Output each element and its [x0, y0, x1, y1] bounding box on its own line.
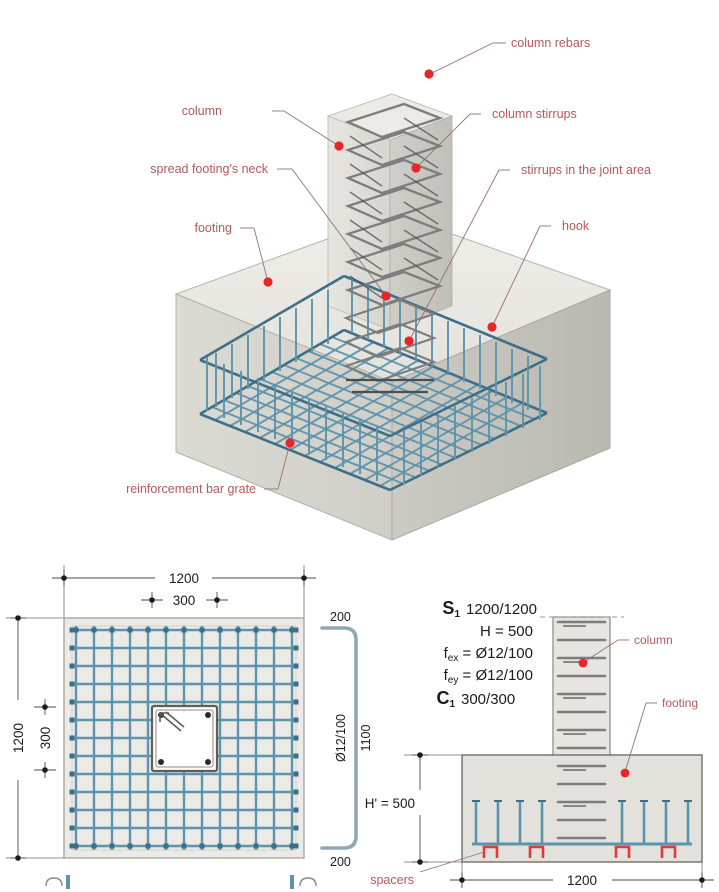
section-column-rebars: [558, 492, 605, 852]
label-column-rebars: column rebars: [511, 36, 590, 50]
callout-dot-joint-stirrups: [404, 336, 414, 346]
section-dim-width: 1200: [450, 862, 714, 888]
spacer-4: [660, 845, 677, 858]
spacer-2: [528, 845, 545, 858]
spec-footing-size: 1200/1200: [466, 601, 537, 618]
spacers-callout: spacers: [370, 851, 485, 887]
spec-fey: fey = Ø12/100: [444, 667, 533, 686]
label-section-column: column: [634, 633, 673, 647]
label-stirrups-joint-area: stirrups in the joint area: [521, 163, 651, 177]
callout-dot-grate: [285, 438, 295, 448]
plan-hook-markers: [69, 627, 299, 849]
bar-dim-length: 1100: [359, 725, 373, 752]
callout-dot-footing: [263, 277, 273, 287]
bar-dim-leg-bottom: 200: [330, 855, 351, 869]
section-hook-legs: [474, 800, 690, 844]
column-cage-3d: [340, 0, 444, 394]
callout-dot-neck: [381, 291, 391, 301]
bar-dim-leg-top: 200: [330, 610, 351, 624]
spacer-3: [614, 845, 631, 858]
spec-column-size: 300/300: [461, 691, 515, 708]
plan-dim-overall-left: 1200: [11, 723, 26, 753]
plan-dim-overall-top: 1200: [169, 571, 199, 586]
label-section-footing: footing: [662, 696, 698, 710]
section-column-stirrups: [556, 620, 607, 840]
section-view: H' = 500 1200 column footing: [365, 492, 714, 888]
label-column-stirrups: column stirrups: [492, 107, 577, 121]
callout-dot-hook: [487, 322, 497, 332]
label-hook: hook: [562, 219, 590, 233]
plan-column-rebar-tr: [205, 712, 211, 718]
bar-shape-path: [320, 626, 358, 850]
plan-column-rebar-bl: [158, 759, 164, 765]
plan-dim-top-300: 300: [141, 592, 228, 608]
label-footing-3d: footing: [194, 221, 232, 235]
spec-column-mark: C1: [436, 688, 455, 710]
plan-view: 1200 300 1200: [6, 565, 316, 861]
label-spread-footings-neck: spread footing's neck: [150, 162, 268, 176]
plan-dim-left-300: 300: [34, 699, 56, 778]
plan-column-hatch-icon: [159, 711, 185, 732]
spec-footing-mark: S1: [442, 598, 460, 620]
section-dim-height: H' = 500: [365, 752, 462, 865]
bar-spec-diameter-spacing: Ø12/100: [334, 714, 348, 762]
plan-bottom-edge-marks: [45, 875, 317, 889]
plan-column-rebar-br: [205, 759, 211, 765]
spec-height: H = 500: [480, 623, 533, 640]
isometric-view: column rebars column column stirrups spr…: [126, 0, 651, 541]
callout-dot-column-rebars: [424, 69, 434, 79]
plan-dim-top-1200: 1200: [52, 565, 316, 620]
callout-dot-section-column: [578, 658, 588, 668]
section-spacers: [482, 845, 677, 858]
callout-dot-column-stirrups: [411, 163, 421, 173]
label-reinforcement-bar-grate: reinforcement bar grate: [126, 482, 256, 496]
label-column: column: [182, 104, 222, 118]
spec-fex: fex = Ø12/100: [444, 645, 533, 664]
bar-bending-detail: 200 200 Ø12/100 1100: [320, 610, 373, 869]
plan-dim-column-top: 300: [173, 593, 196, 608]
plan-column-section: [150, 704, 219, 773]
callout-leaders-3d: [240, 42, 551, 490]
reinforcement-bar-grate-3d: [199, 274, 548, 492]
section-dim-height-label: H' = 500: [365, 796, 415, 811]
plan-dim-left-1200: 1200: [6, 615, 64, 861]
section-dim-width-label: 1200: [567, 873, 597, 888]
section-callout-leaders: column footing: [578, 633, 698, 778]
spacer-1: [482, 845, 499, 858]
specification-block: S1 1200/1200 H = 500 fex = Ø12/100 fey =…: [436, 598, 536, 710]
section-stirrup-tails: [563, 625, 586, 807]
callout-dot-column: [334, 141, 344, 151]
label-spacers: spacers: [370, 873, 414, 887]
callout-dot-section-footing: [620, 768, 630, 778]
plan-dim-column-left: 300: [38, 727, 53, 750]
